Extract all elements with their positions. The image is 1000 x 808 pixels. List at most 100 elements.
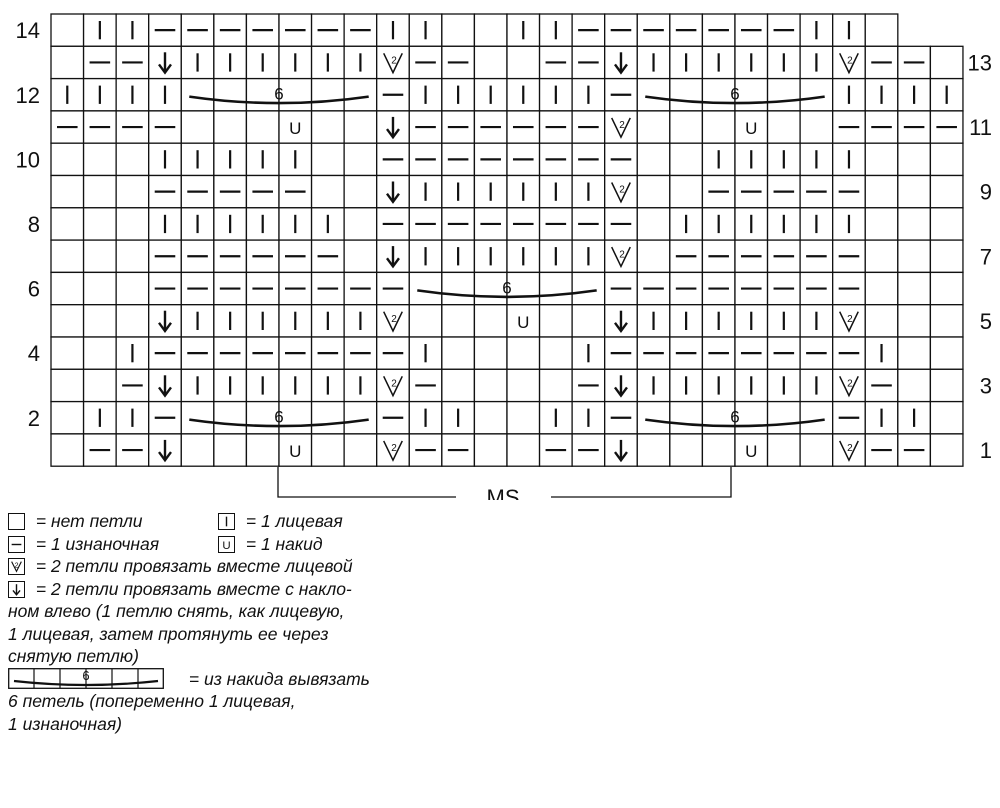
legend-row-1: = нет петли = 1 лицевая	[8, 510, 428, 533]
empty-cell	[180, 110, 215, 144]
row-number-left: 10	[16, 147, 40, 172]
empty-cell	[343, 142, 378, 177]
arc-cell	[766, 400, 801, 435]
k2tog-mark-icon: 2	[839, 440, 859, 462]
empty-cell	[115, 239, 150, 274]
empty-cell	[343, 110, 378, 144]
empty-cell	[538, 368, 573, 403]
empty-cell	[506, 336, 541, 370]
empty-cell	[115, 174, 150, 209]
svg-text:2: 2	[619, 185, 625, 196]
svg-text:2: 2	[391, 443, 397, 454]
empty-cell	[50, 13, 85, 47]
empty-cell	[506, 368, 541, 403]
empty-cell	[506, 433, 541, 467]
empty-cell	[506, 400, 541, 435]
empty-cell	[864, 174, 899, 209]
empty-cell	[669, 110, 704, 144]
ssk-arrow-icon	[614, 310, 628, 334]
empty-cell	[929, 174, 964, 209]
empty-cell	[473, 45, 508, 80]
empty-cell	[343, 207, 378, 241]
yarn-over	[734, 110, 769, 144]
yarn-over-mark: U	[517, 313, 529, 332]
yarn-over-mark: U	[289, 442, 301, 461]
empty-cell	[766, 433, 801, 467]
legend-arc-text-3: 1 изнаночная)	[8, 713, 122, 734]
arc-cell	[538, 271, 573, 306]
knit-stitch	[832, 13, 866, 47]
arc-label: 6	[730, 408, 739, 427]
empty-cell	[82, 368, 117, 403]
empty-cell	[864, 13, 899, 47]
legend-knit-item: = 1 лицевая	[218, 510, 343, 533]
empty-cell	[929, 400, 964, 435]
row-number-right: 7	[980, 244, 992, 269]
svg-text:2: 2	[847, 443, 853, 454]
yarn-over	[278, 110, 313, 144]
arc-cell	[180, 77, 215, 112]
arc-cell	[571, 271, 606, 306]
empty-cell	[50, 239, 85, 274]
k2tog-mark-icon: 2	[839, 311, 859, 333]
empty-cell	[538, 304, 573, 338]
svg-text:2: 2	[391, 378, 397, 389]
arc-cell	[734, 77, 769, 112]
arc-label: 6	[730, 85, 739, 104]
empty-cell	[799, 110, 834, 144]
legend-row-arc: 6 = из накида вывязать	[8, 668, 428, 691]
legend-empty-text: = нет петли	[35, 511, 143, 531]
empty-cell	[897, 207, 932, 241]
empty-cell	[636, 110, 671, 144]
row-number-left: 14	[16, 18, 40, 43]
empty-cell	[636, 142, 671, 177]
ssk-arrow-icon	[614, 52, 628, 75]
legend-arc-text-2: 6 петель (попеременно 1 лицевая,	[8, 691, 296, 711]
legend: = нет петли = 1 лицевая = 1 изнаночная U…	[8, 510, 428, 735]
empty-cell	[115, 271, 150, 306]
empty-cell	[310, 110, 345, 144]
arc-cell	[245, 400, 280, 435]
arc-cell	[799, 400, 834, 435]
empty-cell	[441, 304, 476, 338]
empty-cell	[82, 142, 117, 177]
empty-cell	[343, 433, 378, 467]
arc-cell	[245, 77, 280, 112]
legend-row-2: = 1 изнаночная U = 1 накид	[8, 533, 428, 556]
k2tog-glyph: 2	[15, 562, 19, 569]
empty-cell	[50, 304, 85, 338]
empty-cell	[929, 304, 964, 338]
ssk-arrow-icon	[386, 116, 400, 140]
k2tog-mark-icon: 2	[839, 375, 859, 398]
empty-cell	[343, 239, 378, 274]
empty-cell	[50, 45, 85, 80]
legend-ssk-text-4: снятую петлю)	[8, 646, 139, 666]
empty-cell	[929, 433, 964, 467]
svg-text:2: 2	[847, 378, 853, 389]
k2tog-mark-icon: 2	[383, 52, 403, 75]
empty-cell	[441, 13, 476, 47]
arc-curve	[645, 418, 825, 428]
empty-cell	[897, 271, 932, 306]
empty-cell	[50, 271, 85, 306]
empty-cell	[929, 239, 964, 274]
row-number-left: 2	[28, 406, 40, 431]
arc-label: 6	[502, 278, 511, 297]
k2tog-icon: 2	[8, 558, 25, 575]
arc-symbol-label: 6	[82, 668, 89, 683]
chart-grid	[50, 13, 964, 467]
empty-cell	[441, 336, 476, 370]
row-number-left: 12	[16, 83, 40, 108]
empty-cell	[669, 174, 704, 209]
ssk-arrow-icon	[158, 439, 172, 463]
k2tog-mark-icon: 2	[839, 52, 859, 75]
legend-purl-text: = 1 изнаночная	[35, 533, 160, 554]
yarn-over-mark: U	[745, 119, 757, 138]
empty-cell	[245, 110, 280, 144]
ms-bracket-line	[277, 467, 732, 498]
ms-label: MS	[487, 485, 520, 500]
empty-cell	[929, 368, 964, 403]
row-number-right: 13	[968, 50, 992, 75]
empty-cell	[701, 433, 736, 467]
row-number-right: 9	[980, 180, 992, 205]
